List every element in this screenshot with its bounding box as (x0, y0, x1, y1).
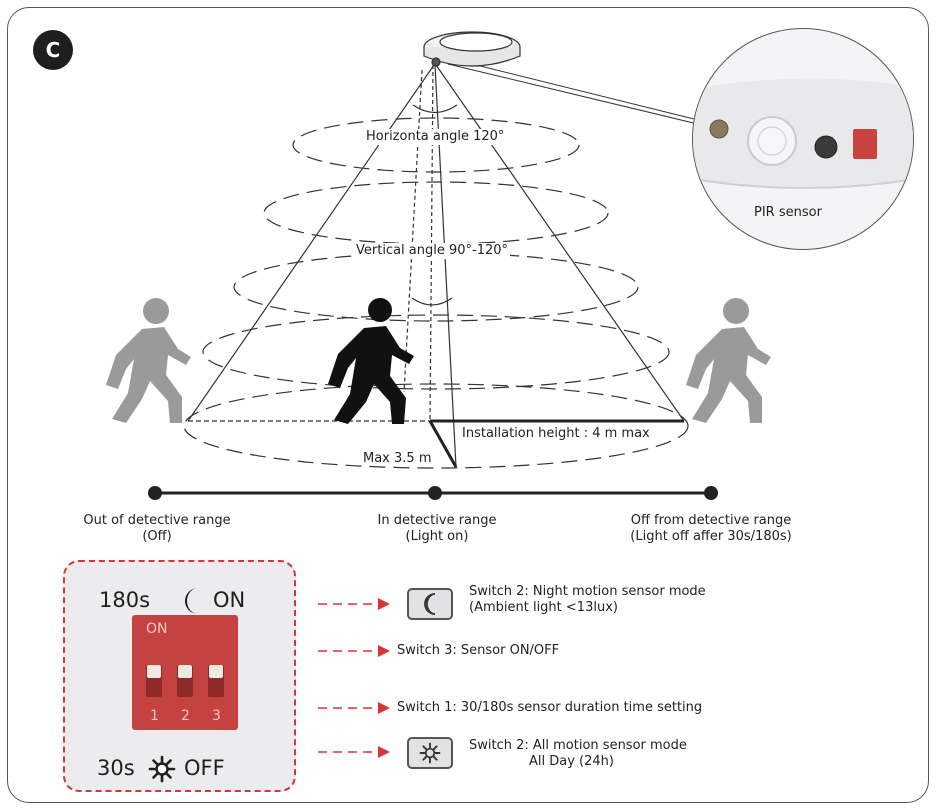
section-badge: C (33, 30, 73, 70)
vertical-angle-arc (411, 297, 453, 306)
sun-icon (419, 742, 441, 764)
switch-night-line1: Switch 2: Night motion sensor mode (469, 584, 706, 599)
person-left-icon (106, 298, 191, 423)
range-out-line1: Out of detective range (83, 513, 231, 528)
range-out-label: Out of detective range (Off) (83, 513, 230, 545)
detection-ellipse-1 (292, 117, 580, 173)
dip-number-1: 1 (150, 708, 159, 724)
moon-icon (185, 588, 198, 614)
dip-top-time: 180s (99, 588, 151, 612)
sun-icon (148, 755, 176, 783)
dip-switch-body: ON 1 2 3 (132, 615, 238, 730)
detection-cone (187, 64, 685, 468)
dip-bottom-state: OFF (184, 756, 225, 780)
pir-sensor-closeup (692, 28, 914, 250)
dip-bottom-time: 30s (97, 756, 135, 780)
pir-sensor-label: PIR sensor (754, 205, 822, 220)
range-off-line2: (Light off affer 30s/180s) (630, 529, 792, 544)
detection-ellipse-4 (202, 314, 670, 390)
dip-switch-3[interactable] (208, 665, 224, 697)
detection-ellipse-3 (233, 252, 639, 322)
allday-mode-icon-box (407, 737, 453, 769)
switch-duration-text: Switch 1: 30/180s sensor duration time s… (397, 700, 703, 715)
pir-connector (447, 57, 707, 127)
dip-switch-1[interactable] (146, 665, 162, 697)
ceiling-sensor (423, 31, 521, 67)
range-off-label: Off from detective range (Light off affe… (630, 513, 791, 545)
person-center-icon (328, 298, 414, 424)
switch-onoff-text: Switch 3: Sensor ON/OFF (397, 643, 560, 658)
range-point-off (704, 486, 718, 500)
detection-ellipse-5 (183, 383, 689, 469)
night-mode-icon-box (407, 588, 453, 620)
dip-switch-panel: 180s ON ON 1 2 3 30s OFF (63, 560, 296, 792)
moon-icon (424, 593, 436, 615)
range-off-line1: Off from detective range (630, 513, 792, 528)
arrow-heads (378, 598, 390, 758)
dip-top-state: ON (213, 588, 246, 612)
dip-switch-2[interactable] (177, 665, 193, 697)
screw-icon (709, 119, 729, 139)
installation-height-label: Installation height : 4 m max (462, 426, 650, 441)
switch-night-mode-text: Switch 2: Night motion sensor mode (Ambi… (469, 584, 706, 616)
max-radius-line (428, 420, 458, 468)
max-radius-label: Max 3.5 m (363, 451, 432, 466)
cone-right-edge (435, 64, 685, 422)
switch-arrows (318, 603, 378, 753)
light-sensor-icon (814, 135, 838, 159)
detection-zone-ellipses (183, 117, 689, 469)
detection-ellipse-2 (263, 181, 609, 245)
diagram-frame (7, 7, 929, 803)
switch-allday-line1: Switch 2: All motion sensor mode (469, 738, 687, 753)
range-in-line1: In detective range (377, 513, 497, 528)
pir-lens-icon (747, 116, 797, 166)
range-in-line2: (Light on) (405, 529, 469, 544)
horizontal-angle-label: Horizonta angle 120° (364, 129, 507, 145)
vertical-angle-label: Vertical angle 90°-120° (354, 243, 511, 259)
cone-left-edge (187, 64, 435, 422)
range-out-line2: (Off) (142, 529, 172, 544)
dip-number-3: 3 (212, 708, 221, 724)
cone-inner-dashed (403, 69, 423, 393)
range-in-label: In detective range (Light on) (377, 513, 496, 545)
switch-allday-text: Switch 2: All motion sensor mode All Day… (469, 738, 687, 770)
pir-closeup-image (693, 78, 913, 189)
dip-number-2: 2 (181, 708, 190, 724)
horizontal-angle-arc (412, 104, 458, 114)
person-right-icon (686, 298, 771, 423)
cone-inner-line (434, 64, 457, 468)
dip-on-label: ON (146, 621, 168, 637)
dip-switch-mini-icon (853, 129, 877, 159)
switch-night-line2: (Ambient light <13lux) (469, 600, 618, 615)
switch-allday-line2: All Day (24h) (529, 754, 614, 769)
range-point-in (428, 486, 442, 500)
range-point-out (148, 486, 162, 500)
